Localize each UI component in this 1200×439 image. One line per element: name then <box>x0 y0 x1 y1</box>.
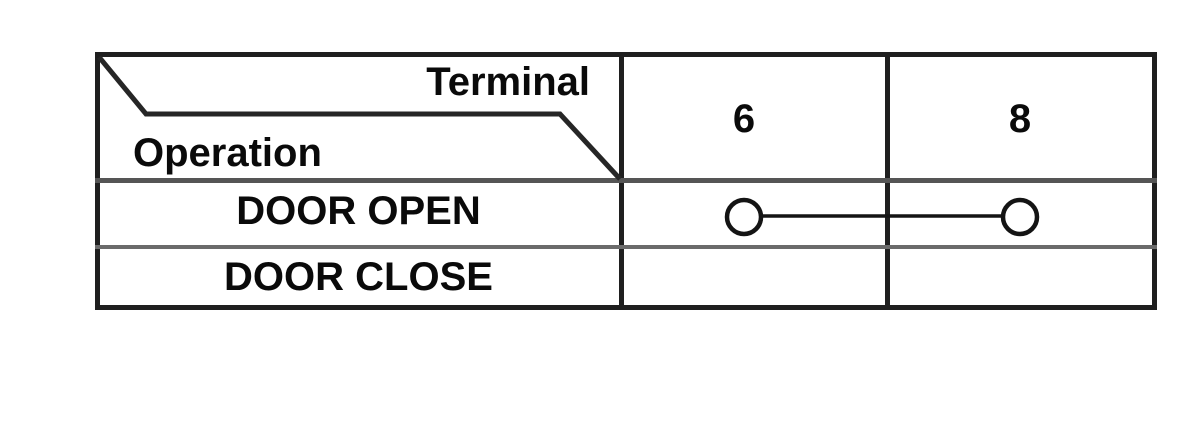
continuity-circle-terminal-6 <box>724 197 764 237</box>
terminal-8-column-header: 8 <box>1008 97 1032 141</box>
terminal-6-column-header: 6 <box>732 97 756 141</box>
header-row-divider <box>95 178 1157 183</box>
header-diagonal-divider <box>97 55 622 181</box>
operation-header-label: Operation <box>133 131 322 175</box>
terminal-header-label: Terminal <box>426 60 590 104</box>
data-row-divider <box>95 245 1157 249</box>
row-label-door-close: DOOR CLOSE <box>224 255 493 299</box>
row-label-door-open: DOOR OPEN <box>236 189 481 233</box>
continuity-circle-terminal-8 <box>1000 197 1040 237</box>
